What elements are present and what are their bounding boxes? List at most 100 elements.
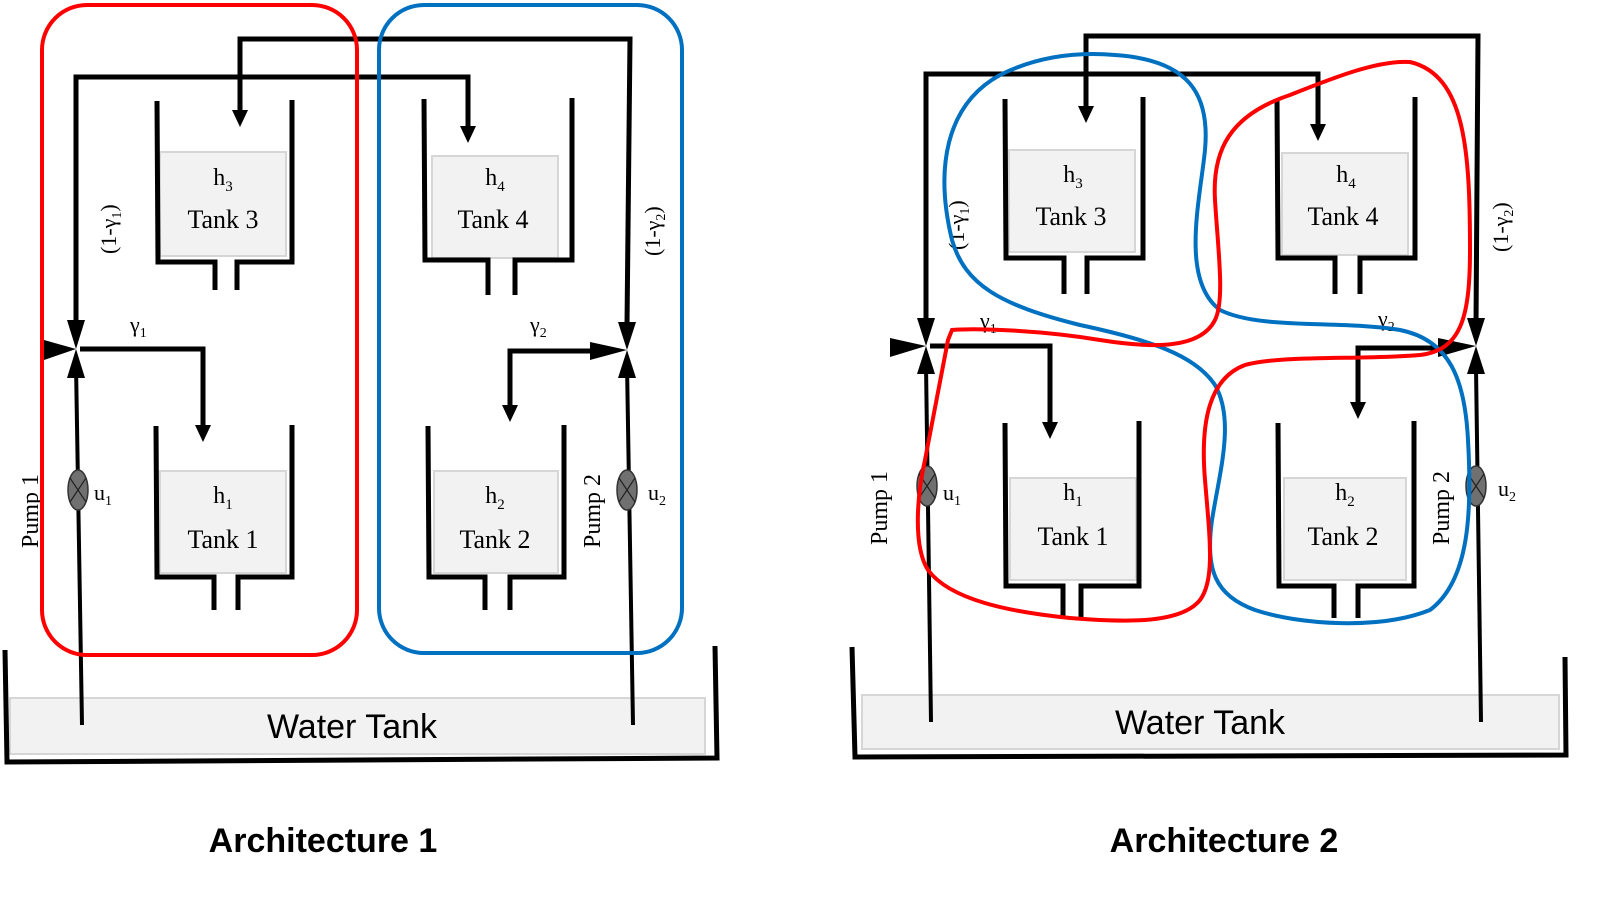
tank2-label: Tank 2 — [1307, 522, 1378, 551]
reservoir-wall — [2, 645, 720, 765]
tank4-water — [1281, 152, 1409, 256]
one-minus-gamma2-label: (1-γ2) — [1488, 202, 1517, 252]
three-way-valve-1 — [44, 320, 85, 378]
tank-4: h4 Tank 4 — [1274, 97, 1418, 294]
arrow-into-tank3 — [1078, 106, 1094, 123]
tank2-level: h2 — [485, 483, 505, 513]
pipe-network — [923, 33, 1483, 723]
tank1-level: h1 — [1063, 480, 1083, 510]
arrow-into-tank4 — [1310, 124, 1326, 141]
valve2-top-wedge — [618, 322, 636, 350]
valve1-top-wedge — [917, 318, 935, 346]
tank1-label: Tank 1 — [1037, 522, 1108, 551]
arrow-into-tank2 — [502, 405, 518, 422]
valve2-top-wedge — [1467, 318, 1485, 346]
tank3-level: h3 — [1063, 162, 1083, 192]
valve2-side-arrow — [590, 342, 627, 360]
tank2-wall — [1275, 421, 1417, 618]
one-minus-gamma1-label: (1-γ1) — [96, 204, 125, 254]
pump2-label: Pump 2 — [1429, 471, 1455, 545]
pump1-label: Pump 1 — [867, 471, 893, 545]
pump1-input-label: u1 — [943, 480, 961, 509]
tank2-water — [1283, 477, 1407, 581]
arrow-into-tank1 — [195, 425, 211, 442]
arrow-into-tank2 — [1350, 402, 1366, 419]
pipe-to-tank1 — [80, 346, 206, 425]
tank1-wall — [153, 425, 295, 610]
caption-architecture-1: Architecture 1 — [209, 822, 438, 860]
valve2-bottom-wedge — [1467, 346, 1485, 374]
group-outline-blue — [942, 52, 1472, 626]
tank4-wall — [421, 98, 575, 295]
pump1-supply-pipe — [924, 364, 933, 723]
tank4-label: Tank 4 — [1307, 202, 1378, 231]
tank4-level: h4 — [1336, 162, 1356, 192]
tank-3: h3 Tank 3 — [154, 100, 295, 290]
tank4-level: h4 — [485, 165, 505, 195]
three-way-valve-2 — [1467, 318, 1485, 374]
tank1-level: h1 — [213, 483, 233, 513]
pump2-cross-icon — [618, 477, 636, 503]
pump1-cross-icon — [69, 477, 87, 503]
reservoir-wall — [849, 646, 1569, 760]
tank1-label: Tank 1 — [187, 525, 258, 554]
tank3-water — [1008, 149, 1136, 253]
valve1-left-wedge — [44, 340, 76, 360]
pipe-to-tank3 — [1083, 33, 1481, 326]
gamma1-label: γ1 — [979, 308, 997, 337]
pump1-label: Pump 1 — [18, 474, 44, 548]
pipe-to-tank2 — [507, 348, 600, 408]
three-way-valve-1 — [890, 318, 935, 374]
pipe-to-tank3 — [237, 36, 633, 326]
tank3-wall — [1002, 97, 1146, 294]
arrow-into-tank4 — [460, 126, 476, 143]
valve1-bottom-wedge — [917, 346, 935, 374]
group-outline-red — [915, 59, 1473, 623]
pipe-network — [73, 36, 635, 726]
tank-3: h3 Tank 3 — [1002, 97, 1146, 294]
water-tank-reservoir: Water Tank — [849, 646, 1569, 760]
arrow-into-tank1 — [1042, 422, 1058, 439]
pipe-to-tank4 — [73, 74, 471, 325]
group-outline-blue — [377, 3, 684, 655]
architecture-2: Water Tank u1 Pump — [849, 33, 1569, 860]
tank-4: h4 Tank 4 — [421, 98, 575, 295]
gamma1-label: γ1 — [129, 312, 147, 341]
valve2-bottom-wedge — [618, 350, 636, 378]
tank2-level: h2 — [1335, 480, 1355, 510]
gamma2-label: γ2 — [529, 312, 547, 341]
tank4-water — [431, 155, 559, 259]
tank-2: h2 Tank 2 — [425, 425, 567, 610]
reservoir-label: Water Tank — [1115, 704, 1286, 742]
pump1-supply-pipe — [74, 364, 84, 726]
pump-1: u1 Pump 1 — [18, 469, 112, 548]
caption-architecture-2: Architecture 2 — [1110, 822, 1339, 860]
tank2-water — [433, 470, 559, 574]
pump2-input-label: u2 — [648, 480, 666, 509]
architecture-1: Water Tank — [2, 3, 720, 860]
valve1-left-wedge — [890, 338, 926, 357]
tank1-wall — [1002, 421, 1142, 618]
arrow-into-tank3 — [232, 110, 248, 127]
tank1-water — [1009, 477, 1137, 581]
tank-1: h1 Tank 1 — [1002, 421, 1142, 618]
tank4-wall — [1274, 97, 1418, 294]
tank3-level: h3 — [213, 165, 233, 195]
pump1-input-label: u1 — [94, 480, 112, 509]
tank1-water — [159, 470, 287, 574]
pump-1: u1 Pump 1 — [867, 465, 961, 545]
valve1-top-wedge — [67, 320, 85, 349]
pump2-supply-pipe — [625, 364, 635, 726]
reservoir-water — [861, 694, 1560, 750]
pipe-to-tank4 — [923, 71, 1321, 325]
reservoir-label: Water Tank — [267, 708, 438, 746]
group-outline-red — [40, 3, 359, 657]
tank3-label: Tank 3 — [1035, 202, 1106, 231]
pump-2: u2 Pump 2 — [1429, 465, 1516, 545]
tank2-label: Tank 2 — [459, 525, 530, 554]
tank-1: h1 Tank 1 — [153, 425, 295, 610]
water-tank-reservoir: Water Tank — [2, 645, 720, 765]
pipe-to-tank1 — [930, 343, 1053, 422]
tank3-label: Tank 3 — [187, 205, 258, 234]
